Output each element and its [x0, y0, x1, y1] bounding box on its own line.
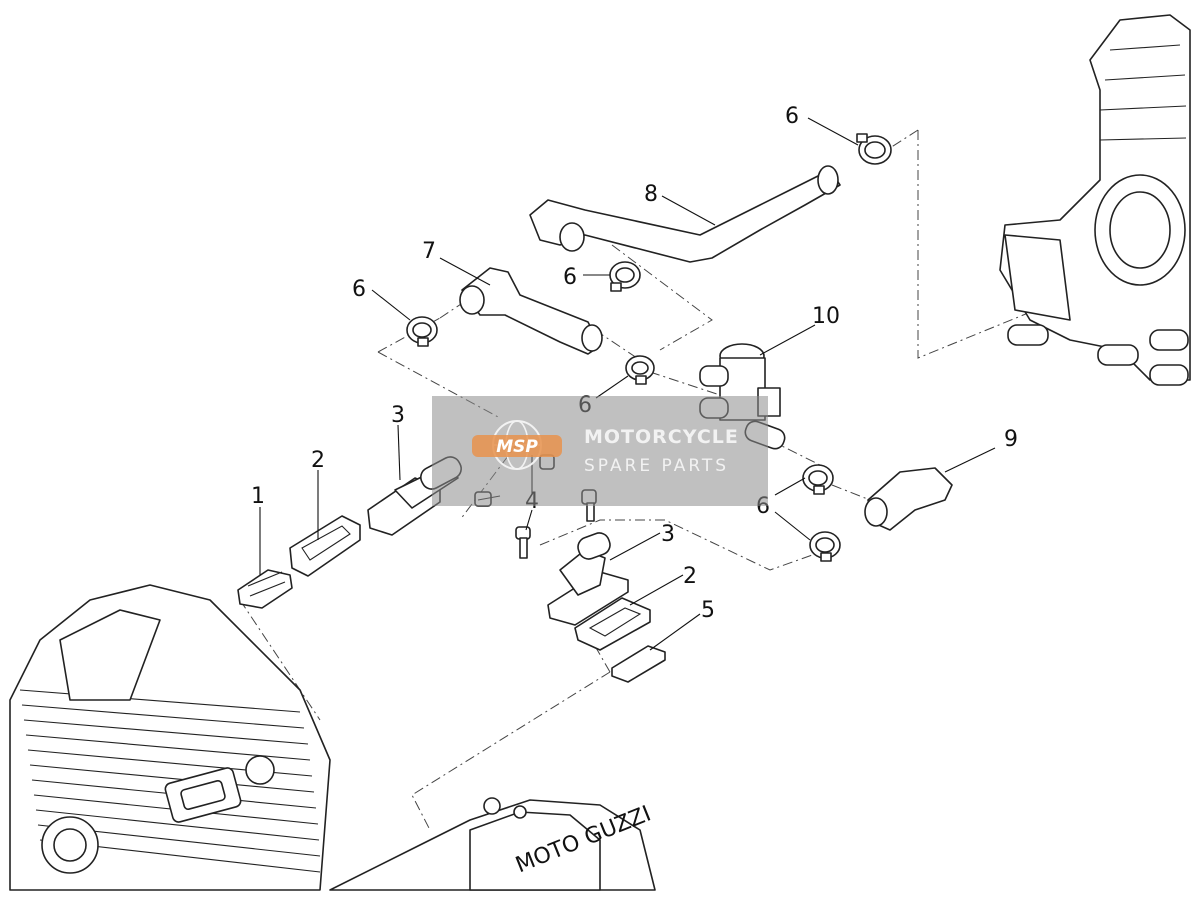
callout-6-top: 6 — [785, 104, 799, 129]
callout-10: 10 — [812, 304, 840, 329]
part-7-short-hose — [459, 267, 603, 355]
engine-cylinder — [9, 584, 331, 891]
watermark-line-2: SPARE PARTS — [584, 456, 730, 476]
callout-6-left: 6 — [352, 277, 366, 302]
engine-cylinder-head — [999, 14, 1191, 386]
callout-1: 1 — [251, 484, 265, 509]
callout-2-left: 2 — [311, 448, 325, 473]
watermark: MSP MOTORCYCLE SPARE PARTS — [432, 396, 768, 506]
part-5-plate — [611, 645, 666, 683]
callout-2-right: 2 — [683, 564, 697, 589]
globe-logo-icon: MSP — [472, 420, 562, 470]
callout-3-right: 3 — [661, 522, 675, 547]
part-8-long-hose — [529, 165, 841, 263]
callout-8: 8 — [644, 182, 658, 207]
callout-9: 9 — [1004, 427, 1018, 452]
part-3-valve-cover-right — [547, 532, 629, 626]
leader-lines — [259, 117, 996, 651]
callout-3-left: 3 — [391, 403, 405, 428]
part-2-gasket-right — [574, 597, 651, 651]
part-2-gasket-left — [289, 515, 361, 577]
part-6-clamps — [406, 133, 892, 562]
watermark-line-1: MOTORCYCLE — [584, 426, 739, 448]
part-9-elbow-hose — [864, 467, 953, 531]
part-1-bracket — [237, 569, 293, 609]
callout-5: 5 — [701, 598, 715, 623]
watermark-logo-text: MSP — [496, 437, 538, 457]
callout-7: 7 — [422, 239, 436, 264]
callout-6-upper-middle: 6 — [563, 265, 577, 290]
engine-crankcase: MOTO GUZZI — [329, 797, 656, 891]
